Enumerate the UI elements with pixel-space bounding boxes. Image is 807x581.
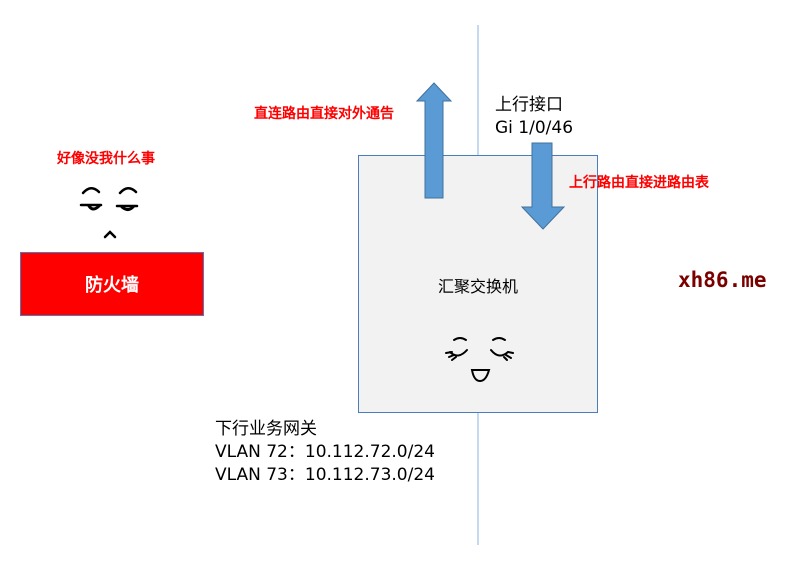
down-arrow-icon	[520, 142, 566, 230]
smug-face-icon	[79, 187, 139, 239]
uplink-port: Gi 1/0/46	[495, 118, 574, 138]
upstream-route-label: 直连路由直接对外通告	[254, 106, 394, 122]
watermark: xh86.me	[678, 268, 767, 292]
vlan72-label: VLAN 72：10.112.72.0/24	[215, 442, 435, 462]
happy-face-icon	[445, 337, 514, 383]
firewall-comment: 好像没我什么事	[57, 151, 155, 167]
downstream-route-label: 上行路由直接进路由表	[569, 175, 709, 191]
vlan73-label: VLAN 73：10.112.73.0/24	[215, 465, 435, 485]
up-arrow-icon	[415, 82, 453, 199]
gateway-title: 下行业务网关	[215, 419, 317, 439]
firewall-node: 防火墙	[20, 252, 204, 316]
uplink-title: 上行接口	[495, 95, 563, 115]
aggregation-switch	[358, 155, 598, 413]
switch-label: 汇聚交换机	[437, 277, 518, 296]
